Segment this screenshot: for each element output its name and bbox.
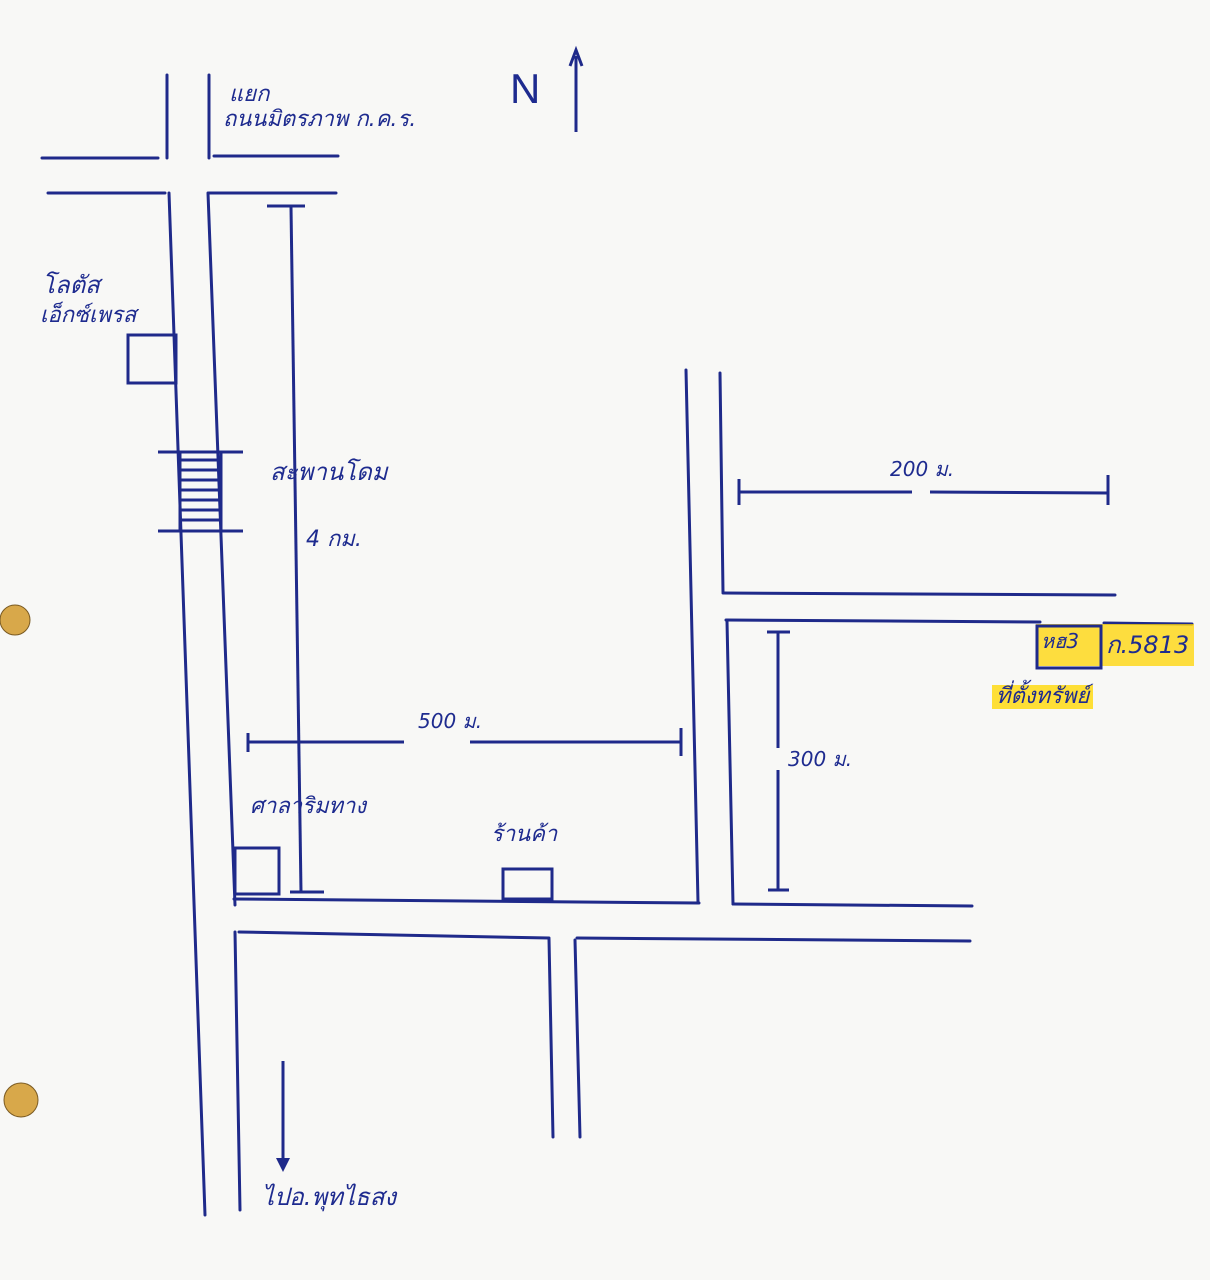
lotus-line2: เอ็กซ์เพรส bbox=[40, 303, 137, 328]
punch-hole-top bbox=[0, 604, 31, 636]
lower-road-lines bbox=[232, 897, 972, 1139]
distance-500m-label: 500 ม. bbox=[418, 709, 483, 733]
north-arrow bbox=[568, 45, 584, 132]
distance-300m-line bbox=[767, 630, 790, 892]
top-junction-lines bbox=[40, 73, 340, 195]
distance-500m-line bbox=[246, 728, 683, 756]
junction-top-line2: ถนนมิตรภาพ ก.ค.ร. bbox=[223, 107, 417, 132]
distance-200m-line bbox=[737, 475, 1110, 505]
main-road-lines bbox=[167, 191, 242, 1217]
right-road-lines bbox=[684, 368, 1194, 908]
distance-4km-label: 4 กม. bbox=[306, 527, 362, 552]
shop-building bbox=[501, 867, 554, 901]
paper-marks bbox=[0, 604, 39, 1118]
lotus-line1: โลตัส bbox=[42, 271, 100, 299]
shrine-label: ศาลาริมทาง bbox=[250, 794, 367, 819]
overpass-label: สะพานโดม bbox=[270, 458, 388, 486]
distance-200m-label: 200 ม. bbox=[890, 457, 955, 481]
plate-left-label: หฮ3 bbox=[1041, 629, 1080, 653]
shrine-building bbox=[233, 846, 281, 896]
shop-label: ร้านค้า bbox=[491, 822, 558, 847]
asset-plate-box bbox=[1035, 624, 1194, 670]
junction-top-line1: แยก bbox=[229, 82, 270, 107]
to-district-label: ไปอ.พุทไธสง bbox=[262, 1183, 397, 1211]
plate-right-label: ก.5813 bbox=[1106, 631, 1190, 659]
asset-location-label: ที่ตั้งทรัพย์ bbox=[992, 684, 1094, 710]
distance-4km-line bbox=[267, 204, 324, 894]
distance-300m-label: 300 ม. bbox=[788, 747, 853, 771]
punch-hole-bottom bbox=[3, 1082, 39, 1118]
lotus-building bbox=[126, 333, 178, 385]
down-arrow bbox=[276, 1061, 290, 1172]
north-label: N bbox=[510, 65, 541, 112]
overpass-bridge bbox=[158, 450, 243, 533]
